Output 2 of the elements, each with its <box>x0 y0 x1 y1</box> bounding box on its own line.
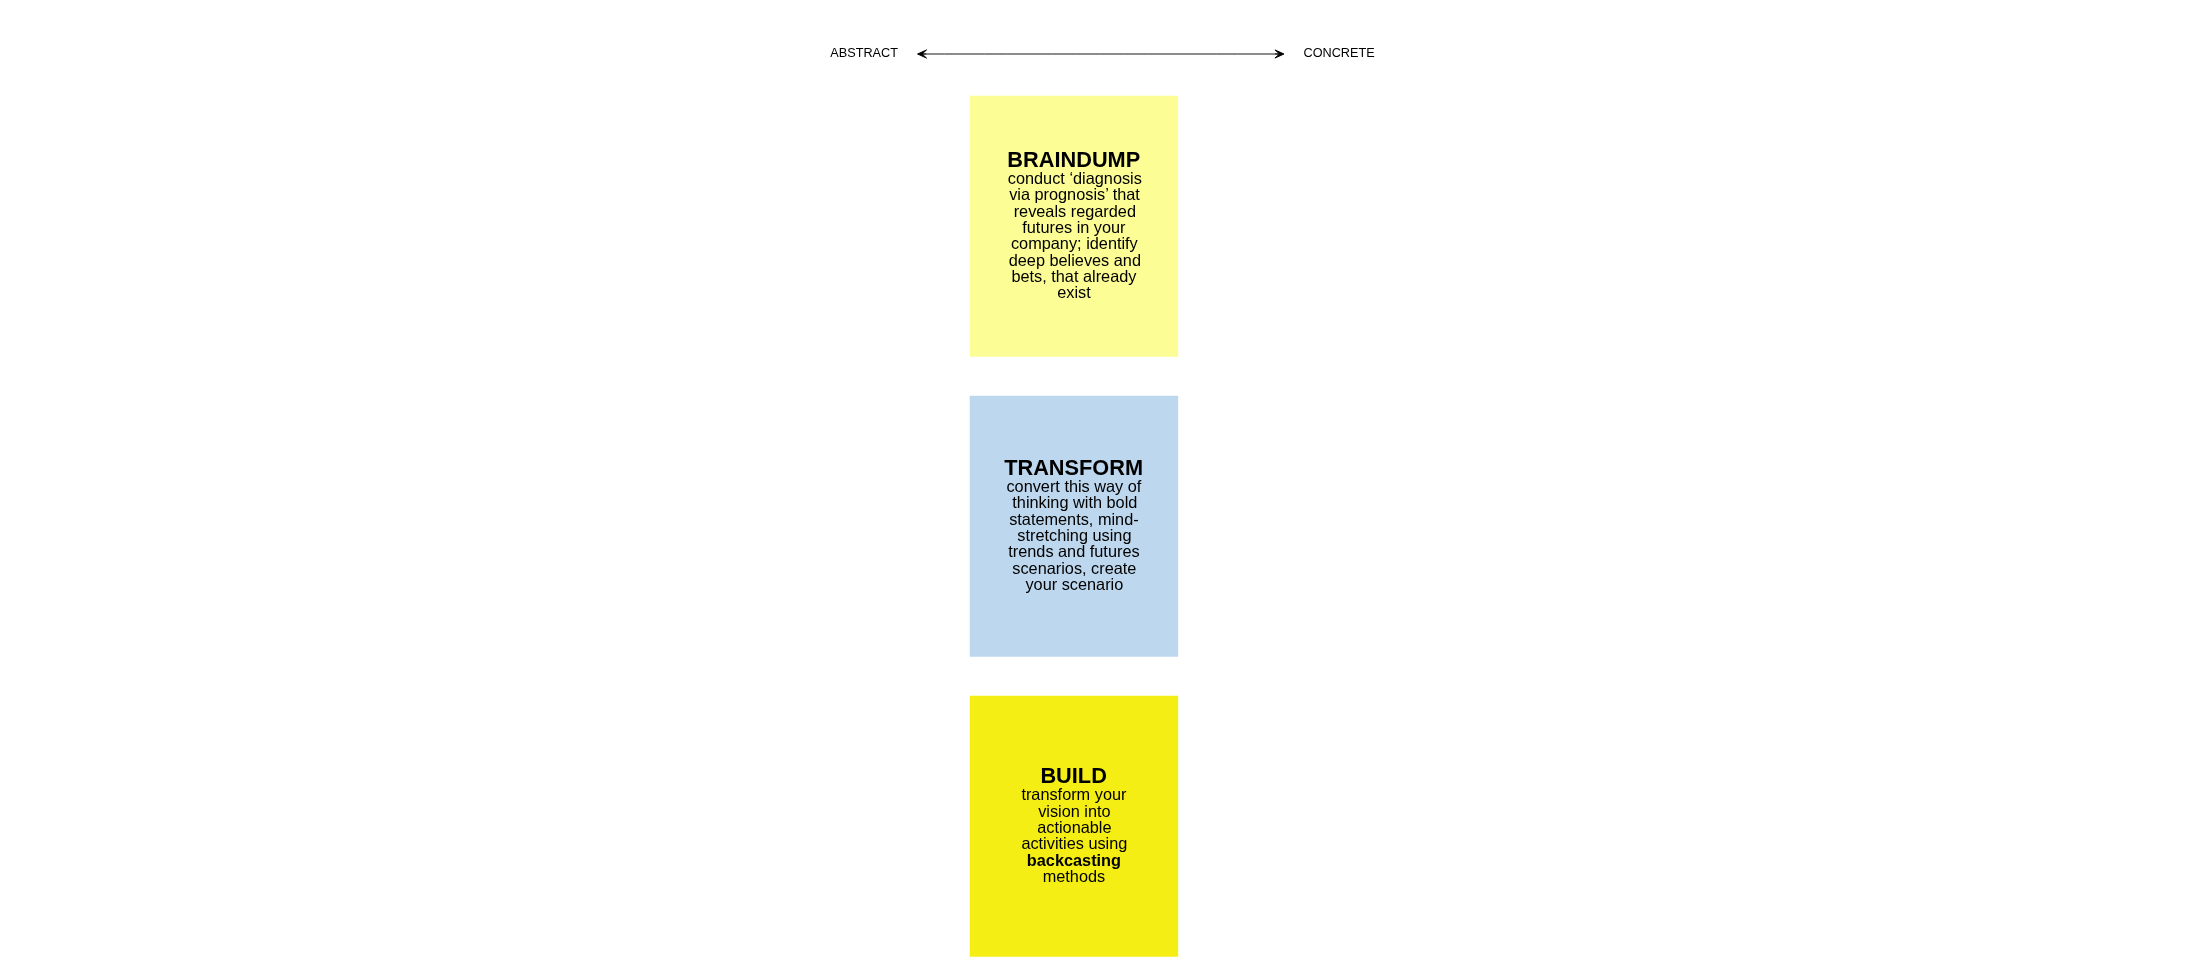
label: ABSTRACT <box>829 46 898 61</box>
label: CONCRETE <box>1302 46 1375 61</box>
